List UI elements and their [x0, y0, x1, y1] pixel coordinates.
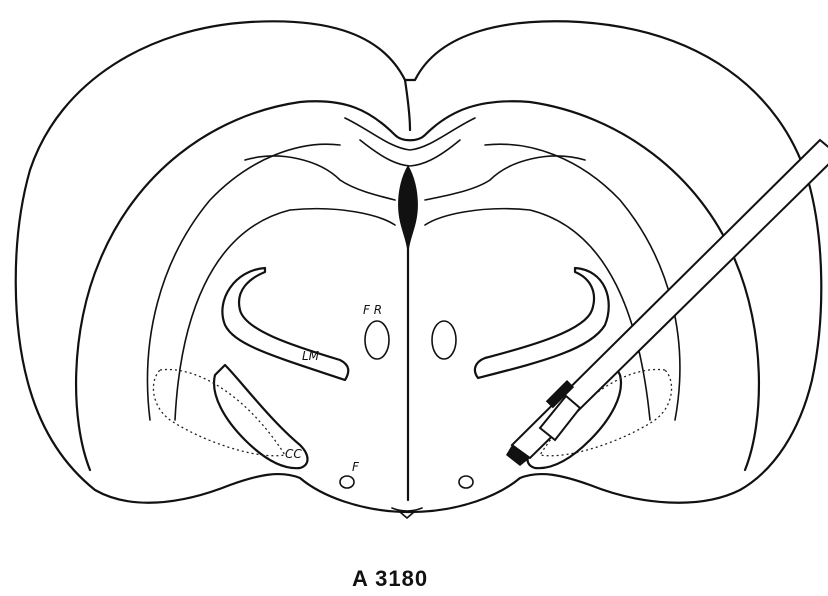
label-lm: LM [302, 349, 320, 363]
fornix-right [432, 321, 456, 359]
hippocampus-right [475, 268, 609, 378]
hippocampus-left [222, 268, 348, 380]
midline-fissure [405, 80, 410, 130]
fornix-column-right [459, 476, 473, 488]
white-matter-boundary-left [148, 144, 341, 420]
electrode-probe [506, 140, 828, 466]
label-fr: F R [363, 303, 382, 317]
dotted-region-left [153, 370, 285, 456]
figure-caption: A 3180 [352, 566, 428, 591]
cingulum-right [425, 156, 585, 200]
fornix-column-left [340, 476, 354, 488]
label-cc: CC [285, 447, 302, 461]
fornix-left [365, 321, 389, 359]
corpus-callosum-lower [360, 140, 460, 166]
cingulum-left [245, 156, 395, 200]
label-f: F [352, 460, 360, 474]
cortex-inner-boundary [76, 101, 759, 470]
